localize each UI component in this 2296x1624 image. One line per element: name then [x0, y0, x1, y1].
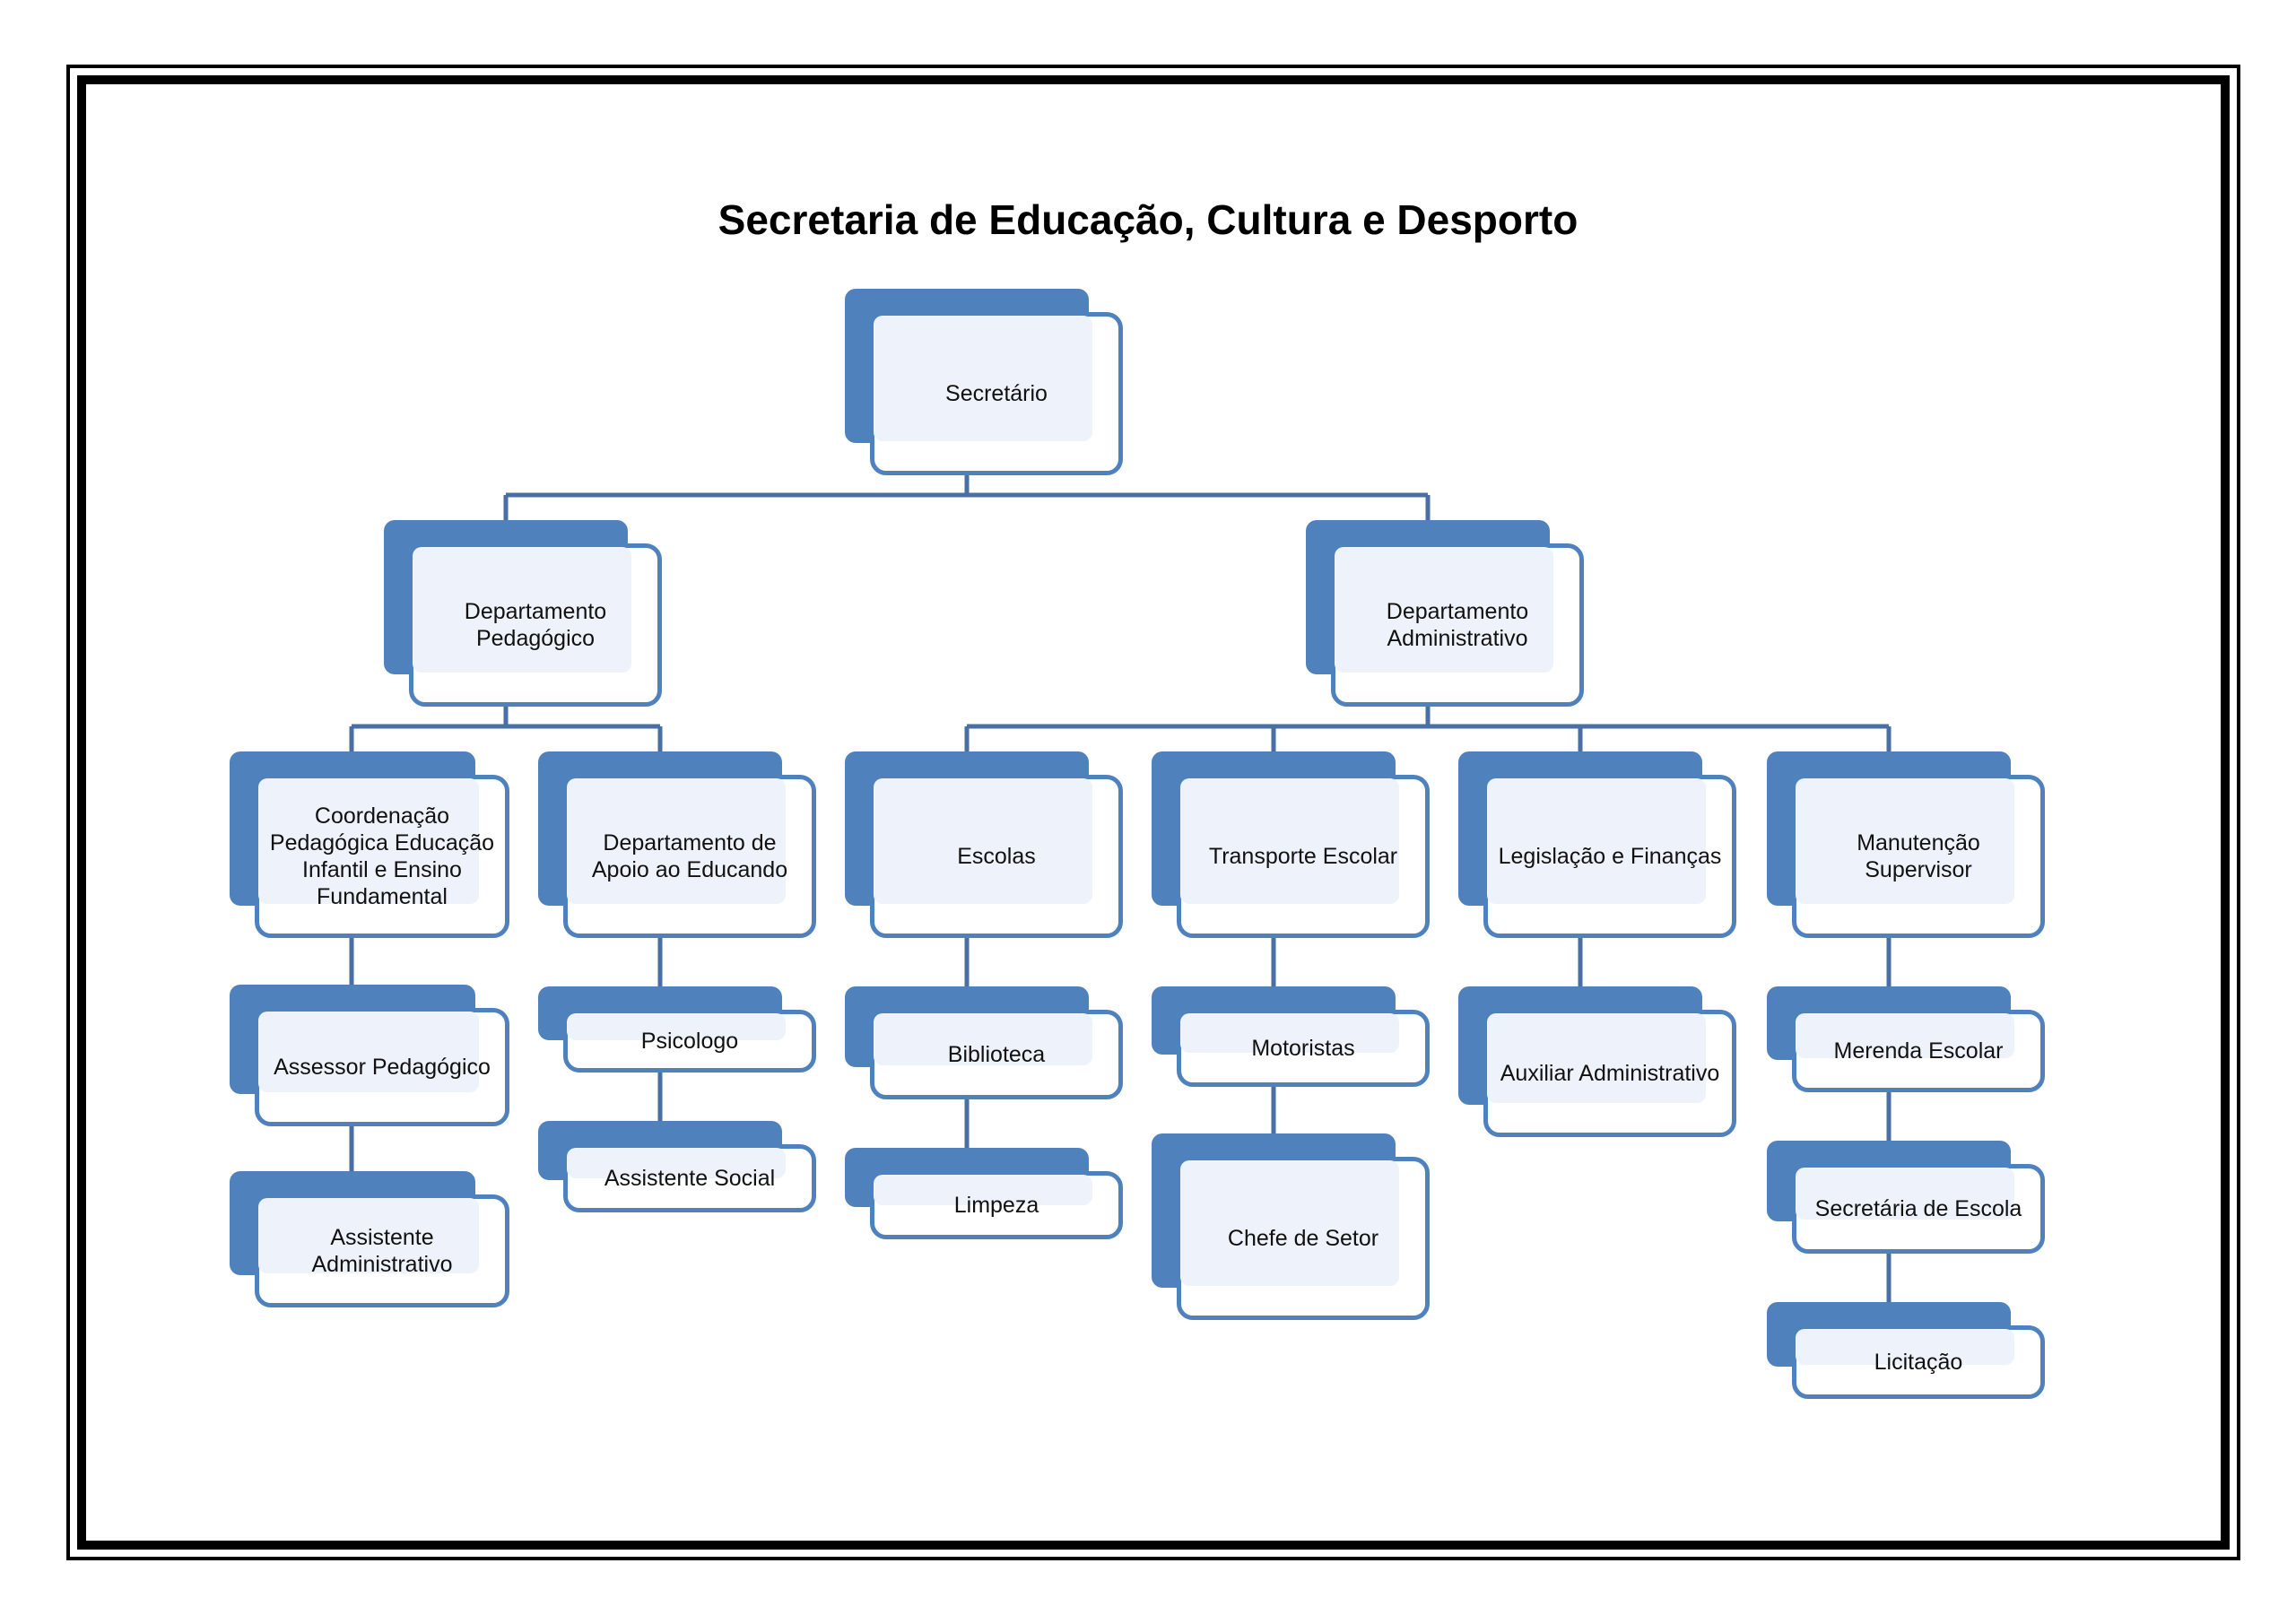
node-departamento-administrativo: Departamento Administrativo	[1306, 520, 1584, 707]
node-label: Departamento Administrativo	[1386, 599, 1529, 651]
connector-root	[503, 475, 1431, 520]
node-licitacao: Licitação	[1767, 1302, 2045, 1399]
node-assistente-social: Assistente Social	[538, 1121, 816, 1212]
node-psicologo: Psicologo	[538, 986, 816, 1073]
node-label: Departamento de Apoio ao Educando	[591, 830, 788, 882]
node-label: Manutenção Supervisor	[1857, 830, 1980, 882]
node-label: Departamento Pedagógico	[464, 599, 607, 651]
node-legislacao-financas: Legislação e Finanças	[1458, 751, 1736, 938]
node-departamento-pedagogico: Departamento Pedagógico	[384, 520, 662, 707]
page-frame-inner	[77, 75, 2230, 1550]
node-escolas: Escolas	[845, 751, 1123, 938]
node-motoristas: Motoristas	[1152, 986, 1430, 1087]
node-departamento-apoio-educando: Departamento de Apoio ao Educando	[538, 751, 816, 938]
node-label: Limpeza	[953, 1193, 1039, 1218]
node-secretaria-de-escola: Secretária de Escola	[1767, 1141, 2045, 1254]
node-label: Assistente Social	[604, 1166, 776, 1191]
node-label: Transporte Escolar	[1208, 844, 1398, 869]
node-limpeza: Limpeza	[845, 1148, 1123, 1239]
page-frame-outer	[66, 65, 2240, 1560]
node-transporte-escolar: Transporte Escolar	[1152, 751, 1430, 938]
node-label: Motoristas	[1251, 1036, 1355, 1061]
node-label: Coordenação Pedagógica Educação Infantil…	[269, 803, 495, 909]
node-label: Chefe de Setor	[1227, 1226, 1379, 1251]
node-chefe-de-setor: Chefe de Setor	[1152, 1133, 1430, 1320]
node-coordenacao-pedagogica: Coordenação Pedagógica Educação Infantil…	[230, 751, 509, 938]
node-assessor-pedagogico: Assessor Pedagógico	[230, 985, 509, 1126]
node-label: Assessor Pedagógico	[274, 1055, 491, 1080]
node-label: Secretário	[945, 381, 1048, 406]
node-label: Legislação e Finanças	[1498, 844, 1722, 869]
diagram-title: Secretaria de Educação, Cultura e Despor…	[718, 196, 1578, 243]
connector-pedagogico	[349, 707, 663, 751]
node-merenda-escolar: Merenda Escolar	[1767, 986, 2045, 1092]
node-label: Escolas	[957, 844, 1036, 869]
node-biblioteca: Biblioteca	[845, 986, 1123, 1099]
node-label: Licitação	[1874, 1350, 1963, 1375]
node-auxiliar-administrativo: Auxiliar Administrativo	[1458, 986, 1736, 1137]
node-assistente-administrativo: Assistente Administrativo	[230, 1171, 509, 1307]
node-label: Secretária de Escola	[1814, 1196, 2022, 1221]
node-label: Auxiliar Administrativo	[1500, 1061, 1720, 1086]
node-label: Psicologo	[640, 1029, 739, 1054]
node-label: Merenda Escolar	[1833, 1038, 2004, 1064]
node-secretario: Secretário	[845, 289, 1123, 475]
node-label: Assistente Administrativo	[311, 1225, 453, 1277]
connector-administrativo	[964, 707, 1892, 751]
node-manutencao-supervisor: Manutenção Supervisor	[1767, 751, 2045, 938]
node-label: Biblioteca	[947, 1042, 1046, 1067]
